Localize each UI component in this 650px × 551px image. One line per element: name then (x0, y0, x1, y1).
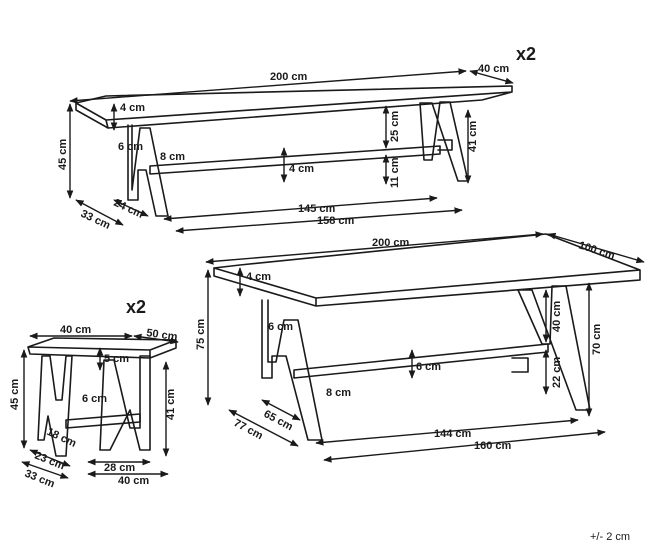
table-leg-span-label: 160 cm (474, 440, 512, 452)
table-height-label: 75 cm (195, 319, 207, 350)
bench-leg-span-label: 158 cm (317, 215, 355, 227)
bench-depth-dim (469, 69, 514, 85)
bench-depth-label: 40 cm (478, 63, 509, 75)
table-length-dim (205, 231, 544, 265)
bench-stretcher (149, 145, 441, 175)
bench-right-leg (419, 101, 469, 182)
bench-stretcher-length-label: 145 cm (298, 203, 336, 215)
stool-foot-depth-dim (29, 449, 71, 467)
bench-base-depth-label: 33 cm (79, 208, 113, 232)
bench-length-label: 200 cm (270, 71, 308, 83)
bench-top-thickness-label: 4 cm (120, 102, 145, 114)
stool-top-thickness-label: 5 cm (104, 353, 129, 365)
table-foot-depth-dim (261, 399, 301, 421)
table-base-depth-dim (228, 409, 299, 447)
table-leg-span-dim (323, 429, 606, 463)
bench-quantity-label: x2 (516, 44, 536, 64)
stool-inner-width-label: 28 cm (104, 462, 135, 474)
stool-foot-depth-label: 23 cm (33, 450, 67, 473)
bench-foot-depth-dim (113, 199, 149, 217)
stool-width-label: 40 cm (60, 324, 91, 336)
stool-base-width-label: 40 cm (118, 475, 149, 487)
stool-depth-label: 50 cm (146, 327, 179, 343)
table-length-label: 200 cm (372, 237, 410, 249)
stool-left-leg (37, 355, 73, 457)
bench-height-label: 45 cm (57, 139, 69, 170)
bench-left-leg (127, 124, 169, 217)
bench-leg-offset-label: 8 cm (160, 151, 185, 163)
tolerance-note: +/- 2 cm (590, 531, 630, 543)
table-stretcher-height-label: 22 cm (551, 357, 563, 388)
table-leg-offset-label: 8 cm (326, 387, 351, 399)
table-drawing: 200 cm 100 cm 75 cm 70 cm 40 cm 22 cm 4 … (195, 231, 645, 463)
table-depth-dim (547, 232, 645, 264)
bench-drawing: 200 cm 40 cm x2 45 cm 41 cm 25 cm 11 cm … (57, 44, 536, 234)
stool-drawing: x2 40 cm 50 cm 45 cm 41 cm 5 cm 6 cm 18 … (9, 297, 179, 491)
stool-base-depth-label: 33 cm (23, 468, 57, 491)
stool-leg-width-label: 6 cm (82, 393, 107, 405)
stool-height-label: 45 cm (9, 379, 21, 410)
bench-leg-width-label: 6 cm (118, 141, 143, 153)
bench-leg-span-dim (175, 207, 463, 234)
stool-quantity-label: x2 (126, 297, 146, 317)
stool-top (27, 337, 177, 359)
bench-leg-height-label: 41 cm (467, 121, 479, 152)
table-leg-height-label: 70 cm (591, 324, 603, 355)
table-top-thickness-label: 4 cm (246, 271, 271, 283)
bench-length-dim (69, 68, 467, 104)
table-stretcher-length-label: 144 cm (434, 428, 472, 440)
table-depth-label: 100 cm (577, 239, 616, 262)
stool-leg-height-label: 41 cm (165, 389, 177, 420)
stool-stretcher (65, 413, 141, 429)
table-leg-width-label: 6 cm (268, 321, 293, 333)
bench-stretcher-height-label: 11 cm (389, 157, 401, 188)
bench-stretcher-thickness-label: 4 cm (289, 163, 314, 175)
bench-base-depth-dim (75, 199, 124, 226)
table-top (213, 233, 641, 307)
stool-right-leg (99, 355, 151, 451)
stool-brace-label: 18 cm (45, 426, 79, 450)
stool-depth-dim (133, 333, 179, 345)
bench-apron-label: 25 cm (389, 111, 401, 142)
table-stretcher-thickness-label: 6 cm (416, 361, 441, 373)
table-left-leg (261, 299, 323, 441)
table-base-depth-label: 77 cm (232, 417, 265, 442)
table-apron-label: 40 cm (551, 301, 563, 332)
